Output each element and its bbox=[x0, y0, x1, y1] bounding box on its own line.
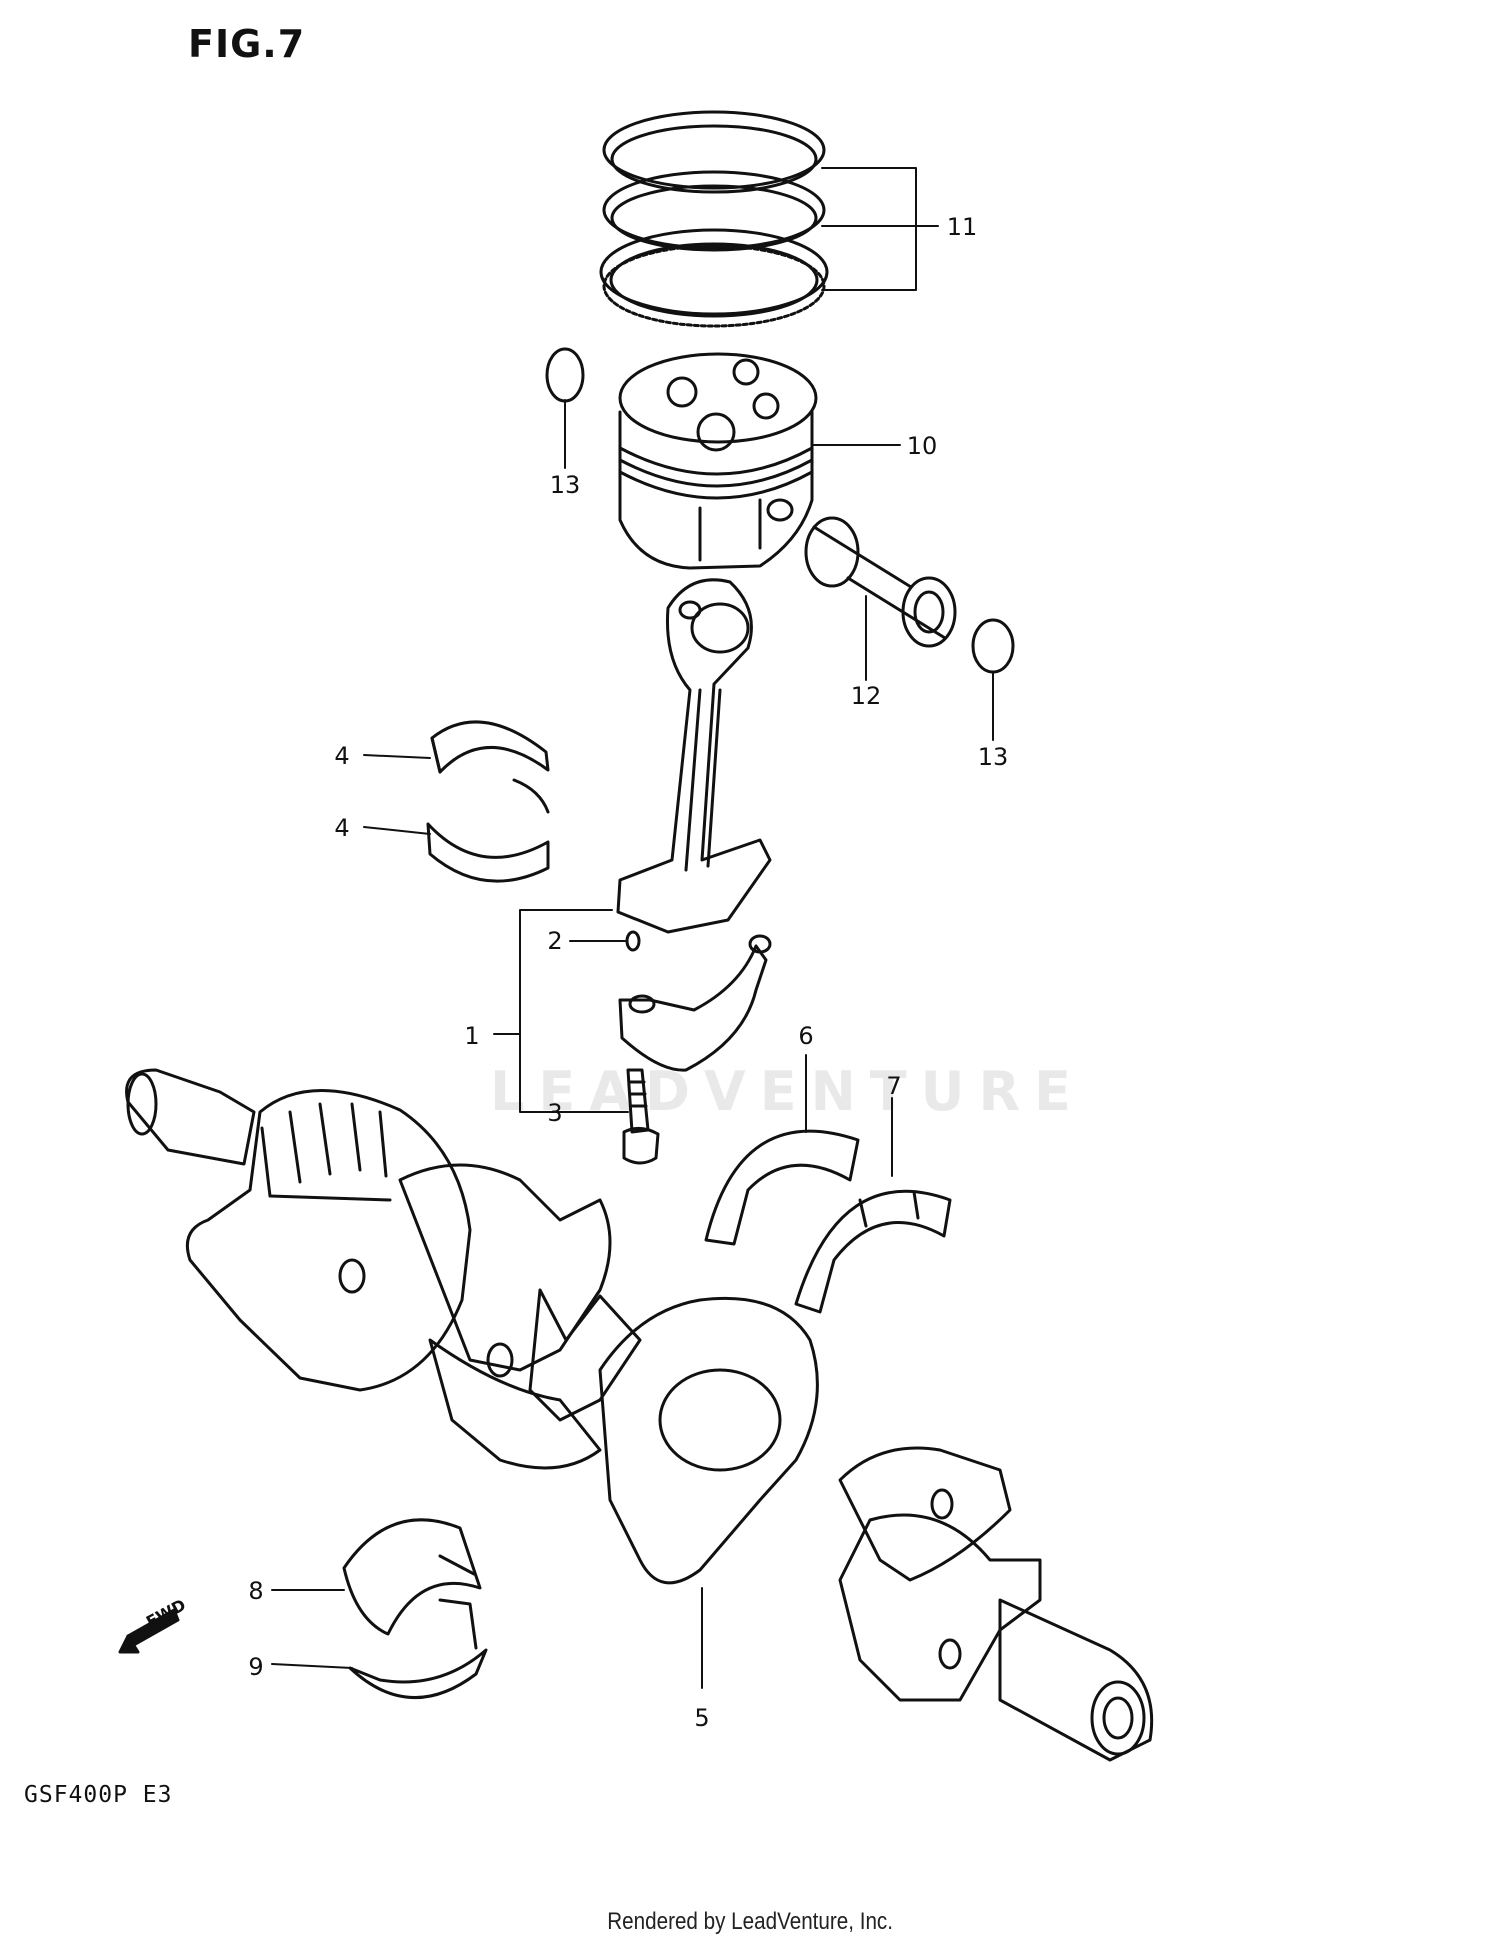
conrod-bearing-lower bbox=[426, 778, 550, 883]
circlip-right bbox=[971, 618, 1015, 674]
callout-6: 6 bbox=[798, 1022, 813, 1050]
crank-bearing-upper bbox=[342, 1518, 482, 1636]
callout-4-upper: 4 bbox=[334, 742, 349, 770]
rod-bolt bbox=[622, 1068, 660, 1165]
figure-title: FIG.7 bbox=[188, 22, 306, 66]
callout-13-right: 13 bbox=[978, 743, 1009, 771]
callout-4-lower: 4 bbox=[334, 814, 349, 842]
callout-11: 11 bbox=[947, 213, 978, 241]
rod-nut bbox=[625, 930, 641, 952]
crank-bearing-lower bbox=[348, 1598, 488, 1700]
thrust-bearing-right bbox=[794, 1189, 952, 1314]
callout-12: 12 bbox=[851, 682, 882, 710]
callout-5: 5 bbox=[694, 1704, 709, 1732]
callout-10: 10 bbox=[907, 432, 938, 460]
callout-2: 2 bbox=[547, 927, 562, 955]
connecting-rod-cap bbox=[618, 934, 772, 1072]
thrust-bearing-left bbox=[704, 1129, 860, 1246]
piston-rings bbox=[599, 110, 829, 328]
circlip-left bbox=[545, 347, 585, 403]
callout-labels: 1 2 3 4 4 5 6 7 8 9 10 11 12 13 13 bbox=[248, 213, 1008, 1732]
model-code: GSF400P E3 bbox=[24, 1782, 173, 1808]
crankshaft bbox=[125, 1068, 1154, 1762]
forward-arrow-icon bbox=[118, 1608, 180, 1654]
piston bbox=[618, 352, 818, 570]
footer-credit-text: Rendered by LeadVenture, Inc. bbox=[607, 1908, 893, 1935]
callout-1: 1 bbox=[464, 1022, 479, 1050]
callout-8: 8 bbox=[248, 1577, 263, 1605]
footer-credit: Rendered by LeadVenture, Inc. bbox=[0, 1908, 1500, 1936]
callout-7: 7 bbox=[886, 1072, 901, 1100]
leader-lines bbox=[271, 167, 994, 1689]
piston-pin bbox=[804, 516, 957, 648]
connecting-rod bbox=[616, 578, 772, 934]
conrod-bearing-upper bbox=[430, 720, 550, 774]
callout-9: 9 bbox=[248, 1653, 263, 1681]
callout-3: 3 bbox=[547, 1099, 562, 1127]
callout-13-left: 13 bbox=[550, 471, 581, 499]
